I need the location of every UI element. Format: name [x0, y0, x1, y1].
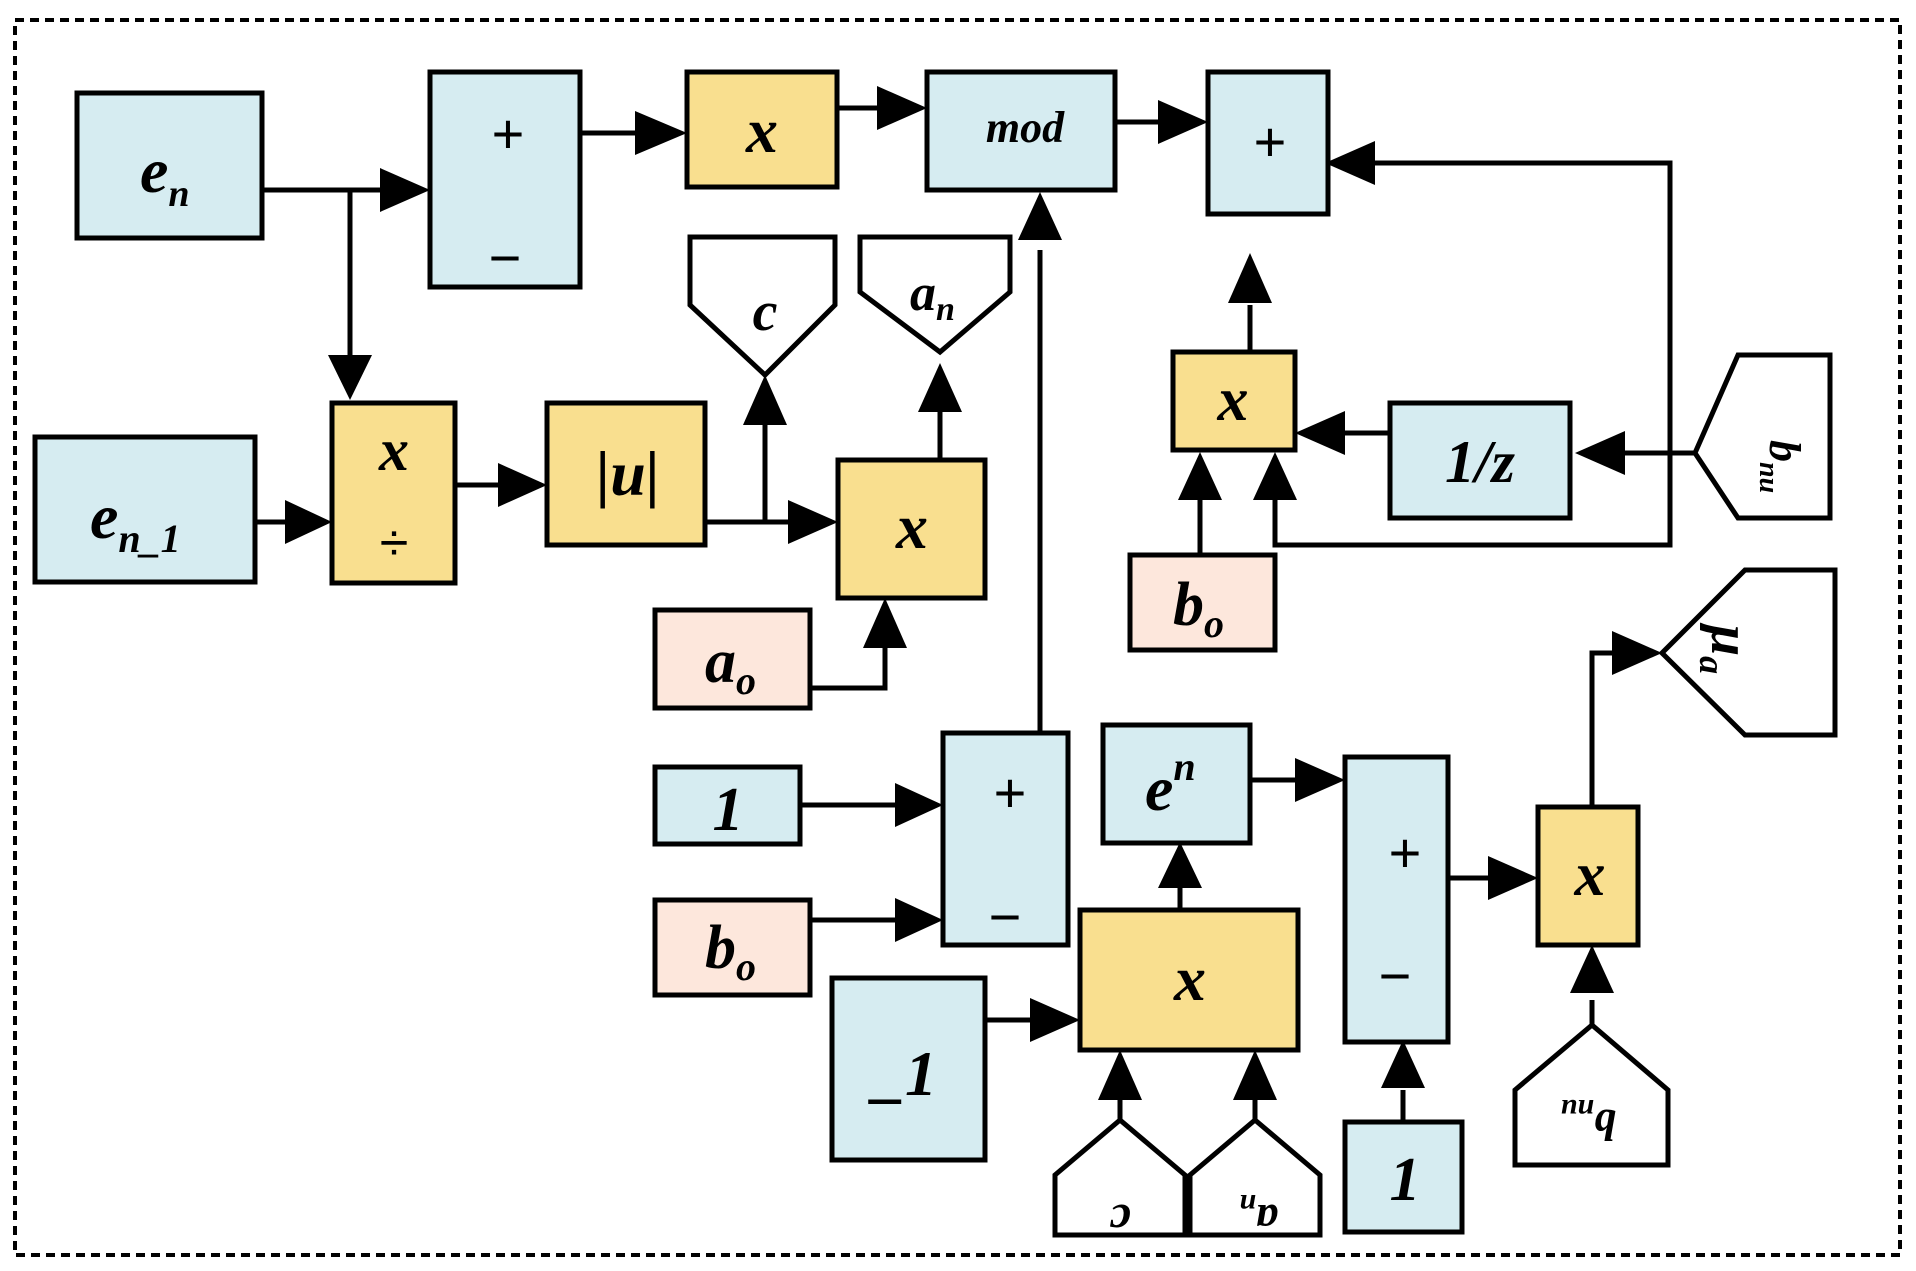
arrow-into-sum-final-right — [1325, 141, 1375, 185]
wire-ao-to-mult — [810, 645, 888, 691]
one-a-label: 1 — [713, 776, 744, 844]
port-mua-out — [1658, 567, 1838, 738]
sum-mid-plus: + — [994, 761, 1027, 824]
mult-top-label: x — [745, 95, 778, 166]
port-bnu-in — [1692, 352, 1833, 521]
arrow-into-an — [918, 363, 962, 412]
arrow-into-sum-final-bottom — [1228, 253, 1272, 303]
mod-block — [924, 69, 1118, 193]
arrow-into-sum-right — [1295, 758, 1345, 802]
arrow-into-sum-top — [380, 168, 430, 212]
arrow-into-mult-mu — [1488, 856, 1538, 900]
mod-label: mod — [986, 103, 1065, 152]
port-c-out-label: c — [753, 281, 778, 343]
delay-label: 1/z — [1445, 429, 1516, 495]
en-block — [74, 90, 265, 241]
one-a-block — [652, 764, 803, 847]
sum-top-block — [427, 69, 583, 290]
port-bnu-in2-label: bnu — [1561, 1093, 1616, 1149]
signal-wires — [255, 105, 1695, 1122]
sum-top-plus: + — [492, 102, 525, 165]
wire-mult-to-mu — [1589, 650, 1615, 807]
port-c-out — [687, 234, 838, 379]
arrow-into-sum-mid-bottom — [895, 898, 943, 942]
bo-mid-block — [652, 897, 813, 998]
arrow-into-mult-top — [635, 111, 687, 155]
arrow-into-div-left — [285, 500, 332, 544]
arrow-from-bo-top — [1178, 452, 1222, 500]
sum-right-minus: − — [1379, 944, 1412, 1007]
abs-block — [544, 400, 708, 548]
en1-block — [32, 434, 258, 585]
arrow-into-abs — [498, 463, 547, 507]
arrow-from-bnu — [1570, 945, 1614, 993]
arrow-from-one — [1381, 1040, 1425, 1088]
mult-mu-label: x — [1574, 841, 1606, 909]
arrow-into-delay — [1575, 431, 1625, 475]
port-c-in-label: c — [1109, 1194, 1130, 1247]
port-mua-out-label: μa — [1692, 622, 1761, 674]
arrow-into-div — [328, 355, 372, 400]
arrow-from-c — [1098, 1050, 1142, 1100]
arrow-into-mult-an — [788, 500, 838, 544]
sum-top-minus: − — [489, 226, 522, 289]
arrowheads — [285, 86, 1662, 1100]
arrow-into-exp — [1158, 842, 1202, 888]
port-bnu-in2 — [1512, 1021, 1671, 1168]
sum-final-block — [1205, 69, 1331, 217]
neg-one-block — [829, 975, 988, 1163]
bo-mid-label: bo — [705, 914, 756, 989]
port-an-in-label: an — [1239, 1188, 1278, 1244]
arrow-from-ao — [863, 598, 907, 648]
exp-block — [1100, 722, 1253, 846]
one-b-block — [1342, 1119, 1465, 1235]
port-an-out-label: an — [910, 265, 955, 328]
arrow-into-sum-mid-top — [895, 783, 943, 827]
ao-label: ao — [705, 628, 756, 703]
mult-b-label: x — [1217, 366, 1249, 434]
sum-right-block — [1342, 754, 1451, 1045]
mult-an-label: x — [895, 491, 928, 562]
one-b-label: 1 — [1390, 1146, 1421, 1214]
sum-mid-block — [940, 730, 1071, 948]
exp-label: en — [1145, 744, 1196, 824]
bo-top-label: bo — [1173, 571, 1224, 646]
arrow-into-mult-big — [1030, 998, 1080, 1042]
div-block — [329, 400, 458, 586]
mult-an-block — [835, 457, 988, 601]
bo-top-block — [1127, 552, 1278, 653]
neg-one-label: _1 — [868, 1038, 937, 1109]
arrow-into-mu — [1612, 631, 1662, 675]
en-label: en — [140, 135, 190, 215]
port-an-in — [1187, 1116, 1323, 1238]
delay-block — [1387, 400, 1573, 521]
arrow-into-mod-bottom — [1018, 192, 1062, 240]
port-c-in — [1052, 1116, 1188, 1238]
arrow-into-sum-final — [1158, 100, 1208, 144]
sum-right-plus: + — [1389, 821, 1422, 884]
arrow-into-c — [743, 375, 787, 425]
div-x-label: x — [378, 417, 409, 483]
abs-label: |u| — [596, 438, 660, 509]
mult-top-block — [684, 69, 840, 190]
ao-block — [652, 607, 813, 711]
arrow-from-bnu-loop — [1253, 452, 1297, 500]
arrow-into-mod — [877, 86, 927, 130]
wire-bnu-to-mult-b — [1272, 453, 1673, 548]
sum-mid-minus: − — [989, 885, 1022, 948]
mult-big-label: x — [1173, 943, 1206, 1014]
port-bnu-in-label: bnu — [1753, 440, 1809, 493]
div-symbol: ÷ — [380, 514, 409, 572]
mult-big-block — [1077, 907, 1301, 1053]
wire-bnu-to-sum-final — [1375, 160, 1673, 453]
arrow-from-an — [1233, 1050, 1277, 1100]
sum-final-plus: + — [1254, 110, 1287, 173]
mult-b-block — [1170, 349, 1298, 453]
port-an-out — [857, 234, 1013, 356]
arrow-into-mult-b-right — [1295, 411, 1345, 455]
en1-label: en_1 — [90, 481, 181, 561]
mult-mu-block — [1535, 804, 1641, 948]
